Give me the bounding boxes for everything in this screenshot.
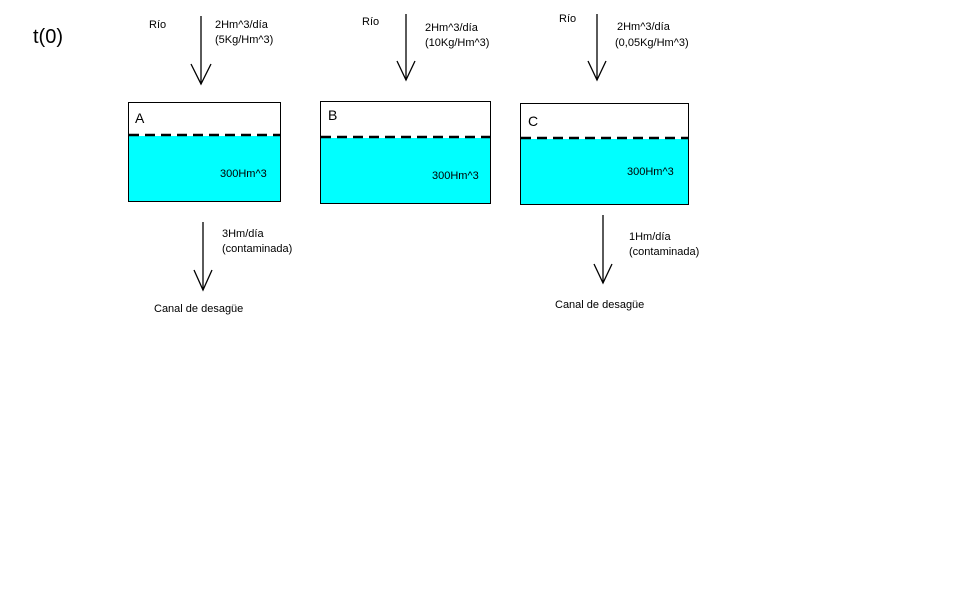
tank-a-outflow-destination: Canal de desagüe — [154, 303, 244, 315]
tank-c-inflow-concentration: (0,05Kg/Hm^3) — [615, 37, 689, 49]
tank-a-inflow-source: Río — [149, 19, 167, 31]
tank-a-inflow-concentration: (5Kg/Hm^3) — [215, 34, 274, 46]
tank-a-outflow-note: (contaminada) — [222, 243, 293, 255]
tank-c-inflow-rate: 2Hm^3/día — [617, 21, 670, 33]
tank-b-water — [321, 138, 490, 203]
tank-c-volume: 300Hm^3 — [627, 166, 674, 178]
inflow-arrow-a — [190, 16, 212, 86]
tank-b-inflow-rate: 2Hm^3/día — [425, 22, 478, 34]
tank-a — [128, 102, 281, 202]
tank-b-inflow-concentration: (10Kg/Hm^3) — [425, 37, 490, 49]
tank-b-outline — [320, 101, 491, 204]
tank-c-inflow-source: Río — [559, 13, 577, 25]
tank-b-inflow-source: Río — [362, 16, 380, 28]
tank-a-outflow-rate: 3Hm/día — [222, 228, 264, 240]
tank-a-water — [129, 136, 280, 201]
tank-b-label: B — [328, 107, 338, 123]
inflow-arrow-c — [587, 14, 607, 82]
tank-c-outflow-note: (contaminada) — [629, 246, 700, 258]
tank-b — [320, 101, 491, 204]
tank-a-label: A — [135, 110, 145, 126]
tank-c-outflow-destination: Canal de desagüe — [555, 299, 645, 311]
tank-c-outflow-rate: 1Hm/día — [629, 231, 671, 243]
tank-b-volume: 300Hm^3 — [432, 170, 479, 182]
time-label: t(0) — [33, 26, 63, 48]
tank-a-outline — [128, 102, 281, 202]
tank-a-volume: 300Hm^3 — [220, 168, 267, 180]
tank-c-label: C — [528, 113, 539, 129]
tank-c — [520, 103, 689, 205]
tank-c-outline — [520, 103, 689, 205]
outflow-arrow-c — [593, 215, 613, 285]
outflow-arrow-a — [193, 222, 213, 292]
inflow-arrow-b — [396, 14, 416, 82]
tank-c-water — [521, 139, 688, 204]
tank-a-inflow-rate: 2Hm^3/día — [215, 19, 268, 31]
